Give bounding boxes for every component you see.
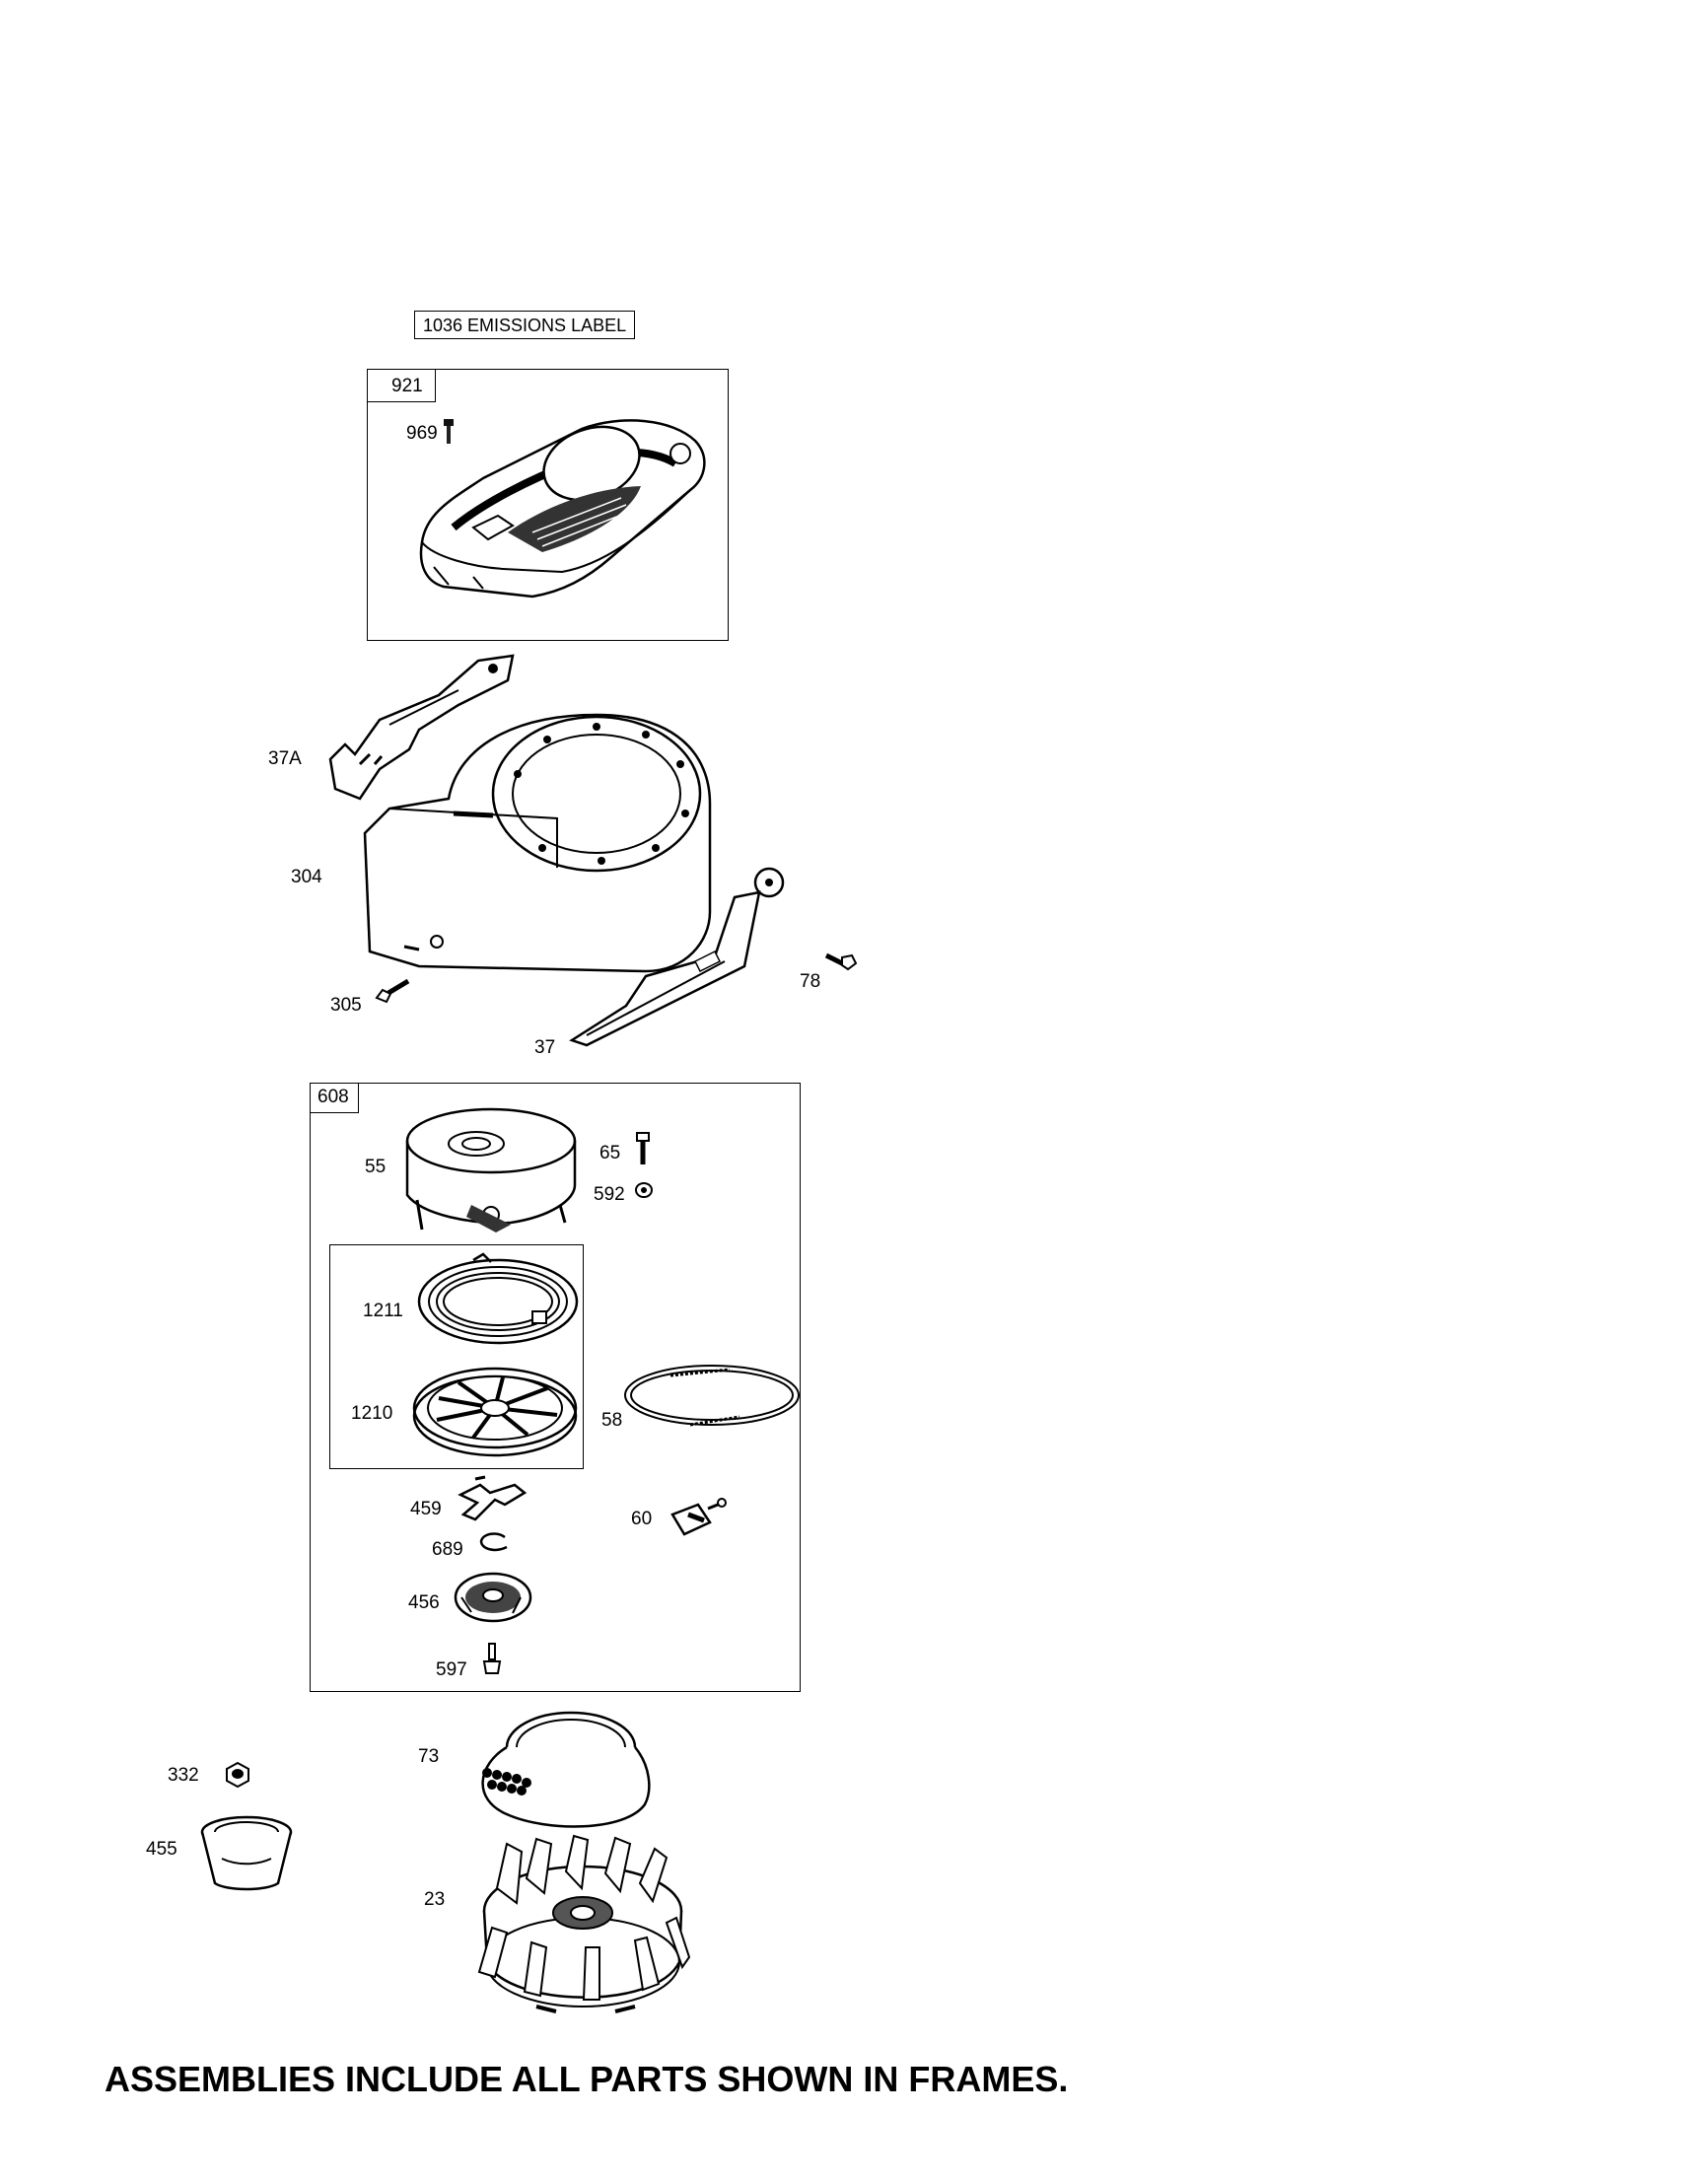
rewind-spring-1211-drawing	[417, 1252, 579, 1345]
air-guide-37A-drawing	[328, 654, 515, 801]
part-55-label: 55	[365, 1157, 387, 1177]
emissions-label: 1036 EMISSIONS LABEL	[414, 311, 636, 339]
part-1210-label: 1210	[351, 1403, 393, 1424]
frame-921	[367, 369, 729, 641]
screw-597-icon	[482, 1643, 502, 1674]
part-689-label: 689	[432, 1539, 463, 1560]
part-1211-label: 1211	[363, 1301, 403, 1321]
retainer-456-drawing	[454, 1572, 532, 1623]
part-73-label: 73	[418, 1746, 440, 1767]
part-332-label: 332	[168, 1765, 199, 1786]
part-37A-label: 37A	[268, 748, 302, 769]
starter-rope-58-drawing	[624, 1365, 800, 1427]
part-597-label: 597	[436, 1659, 467, 1680]
starter-cup-455-drawing	[200, 1815, 293, 1891]
screw-969-icon	[444, 419, 454, 444]
part-592-label: 592	[594, 1184, 625, 1205]
starter-handle-60-drawing	[670, 1498, 727, 1536]
part-459-label: 459	[410, 1499, 442, 1519]
part-456-label: 456	[408, 1592, 440, 1613]
air-guide-37-drawing	[569, 867, 785, 1047]
starter-dog-459-drawing	[458, 1475, 528, 1521]
part-60-label: 60	[631, 1509, 653, 1529]
assemblies-note: ASSEMBLIES INCLUDE ALL PARTS SHOWN IN FR…	[105, 2059, 1069, 2099]
part-304-label: 304	[291, 867, 322, 887]
starter-housing-55-drawing	[405, 1107, 577, 1233]
retainer-ring-689-icon	[479, 1532, 508, 1552]
part-969-label: 969	[406, 423, 438, 444]
part-58-label: 58	[601, 1410, 623, 1431]
bolt-305-icon	[375, 978, 410, 1004]
part-23-label: 23	[424, 1889, 446, 1910]
frame-608	[310, 1083, 801, 1692]
part-305-label: 305	[330, 995, 362, 1016]
frame-pulley-assembly	[329, 1244, 584, 1469]
frame-608-number: 608	[310, 1083, 359, 1113]
pulley-1210-drawing	[412, 1367, 578, 1457]
bolt-65-icon	[636, 1132, 650, 1164]
rotating-screen-73-drawing	[481, 1711, 651, 1828]
part-65-label: 65	[599, 1143, 621, 1163]
part-78-label: 78	[800, 971, 821, 992]
nut-592-icon	[635, 1182, 653, 1198]
part-455-label: 455	[146, 1839, 177, 1860]
nut-332-icon	[226, 1761, 249, 1789]
part-37-label: 37	[534, 1037, 556, 1058]
blower-housing-304-drawing	[363, 713, 712, 973]
blower-cover-921-drawing	[419, 419, 706, 599]
screw-78-icon	[824, 952, 858, 971]
frame-921-number: 921	[367, 369, 436, 402]
flywheel-23-drawing	[477, 1834, 691, 2013]
